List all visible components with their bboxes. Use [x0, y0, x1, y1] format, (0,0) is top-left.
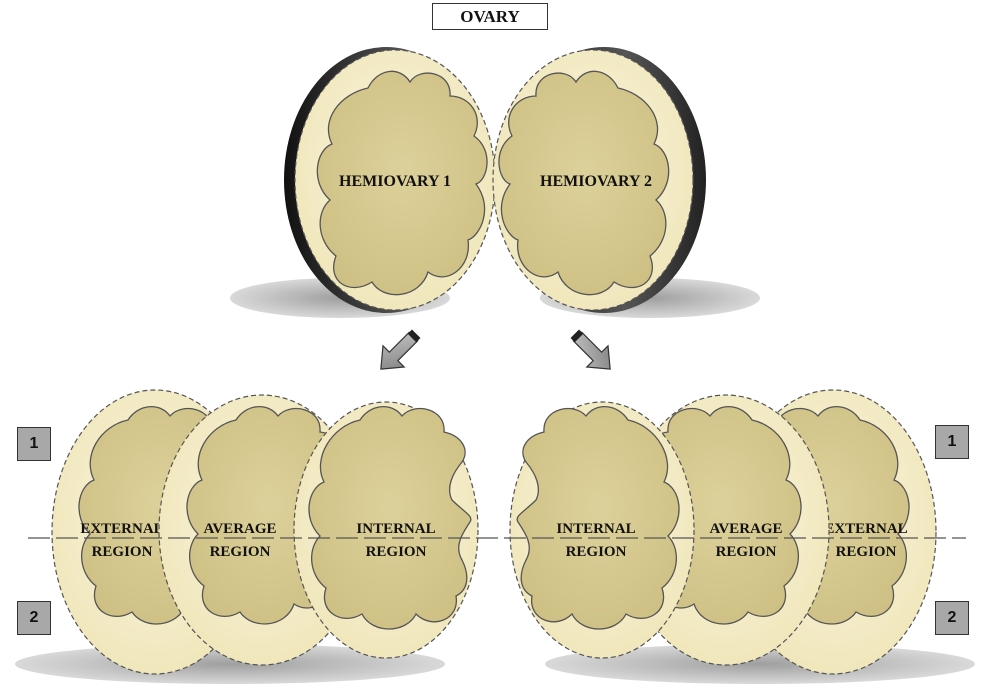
right-average-line2: REGION [716, 544, 777, 560]
hemiovary-2-lobe [498, 70, 670, 296]
left-external-line1: EXTERNAL [80, 521, 163, 537]
right-internal-line1: INTERNAL [556, 521, 635, 537]
left-half-2-label: 2 [17, 601, 51, 635]
right-average-line1: AVERAGE [709, 521, 782, 537]
right-half-2-label: 2 [935, 601, 969, 635]
left-internal-line2: REGION [366, 544, 427, 560]
hemiovary-1-group: HEMIOVARY 1 [230, 47, 496, 318]
right-slice-internal: INTERNAL REGION [509, 401, 695, 659]
right-half-1-label: 1 [935, 425, 969, 459]
left-average-line1: AVERAGE [203, 521, 276, 537]
right-internal-line2: REGION [566, 544, 627, 560]
left-slice-internal: INTERNAL REGION [293, 401, 479, 659]
arrow-left [380, 329, 421, 370]
hemiovary-1-label: HEMIOVARY 1 [339, 173, 451, 190]
hemiovary-2-label: HEMIOVARY 2 [540, 173, 652, 190]
hemiovary-2-group: HEMIOVARY 2 [492, 47, 760, 318]
left-half-1-label: 1 [17, 427, 51, 461]
arrow-right [570, 329, 611, 370]
hemiovary-1-lobe [316, 70, 488, 296]
left-internal-line1: INTERNAL [356, 521, 435, 537]
left-average-line2: REGION [210, 544, 271, 560]
left-external-line2: REGION [92, 544, 153, 560]
right-external-line2: REGION [836, 544, 897, 560]
right-external-line1: EXTERNAL [824, 521, 907, 537]
ovary-title: OVARY [432, 3, 548, 30]
